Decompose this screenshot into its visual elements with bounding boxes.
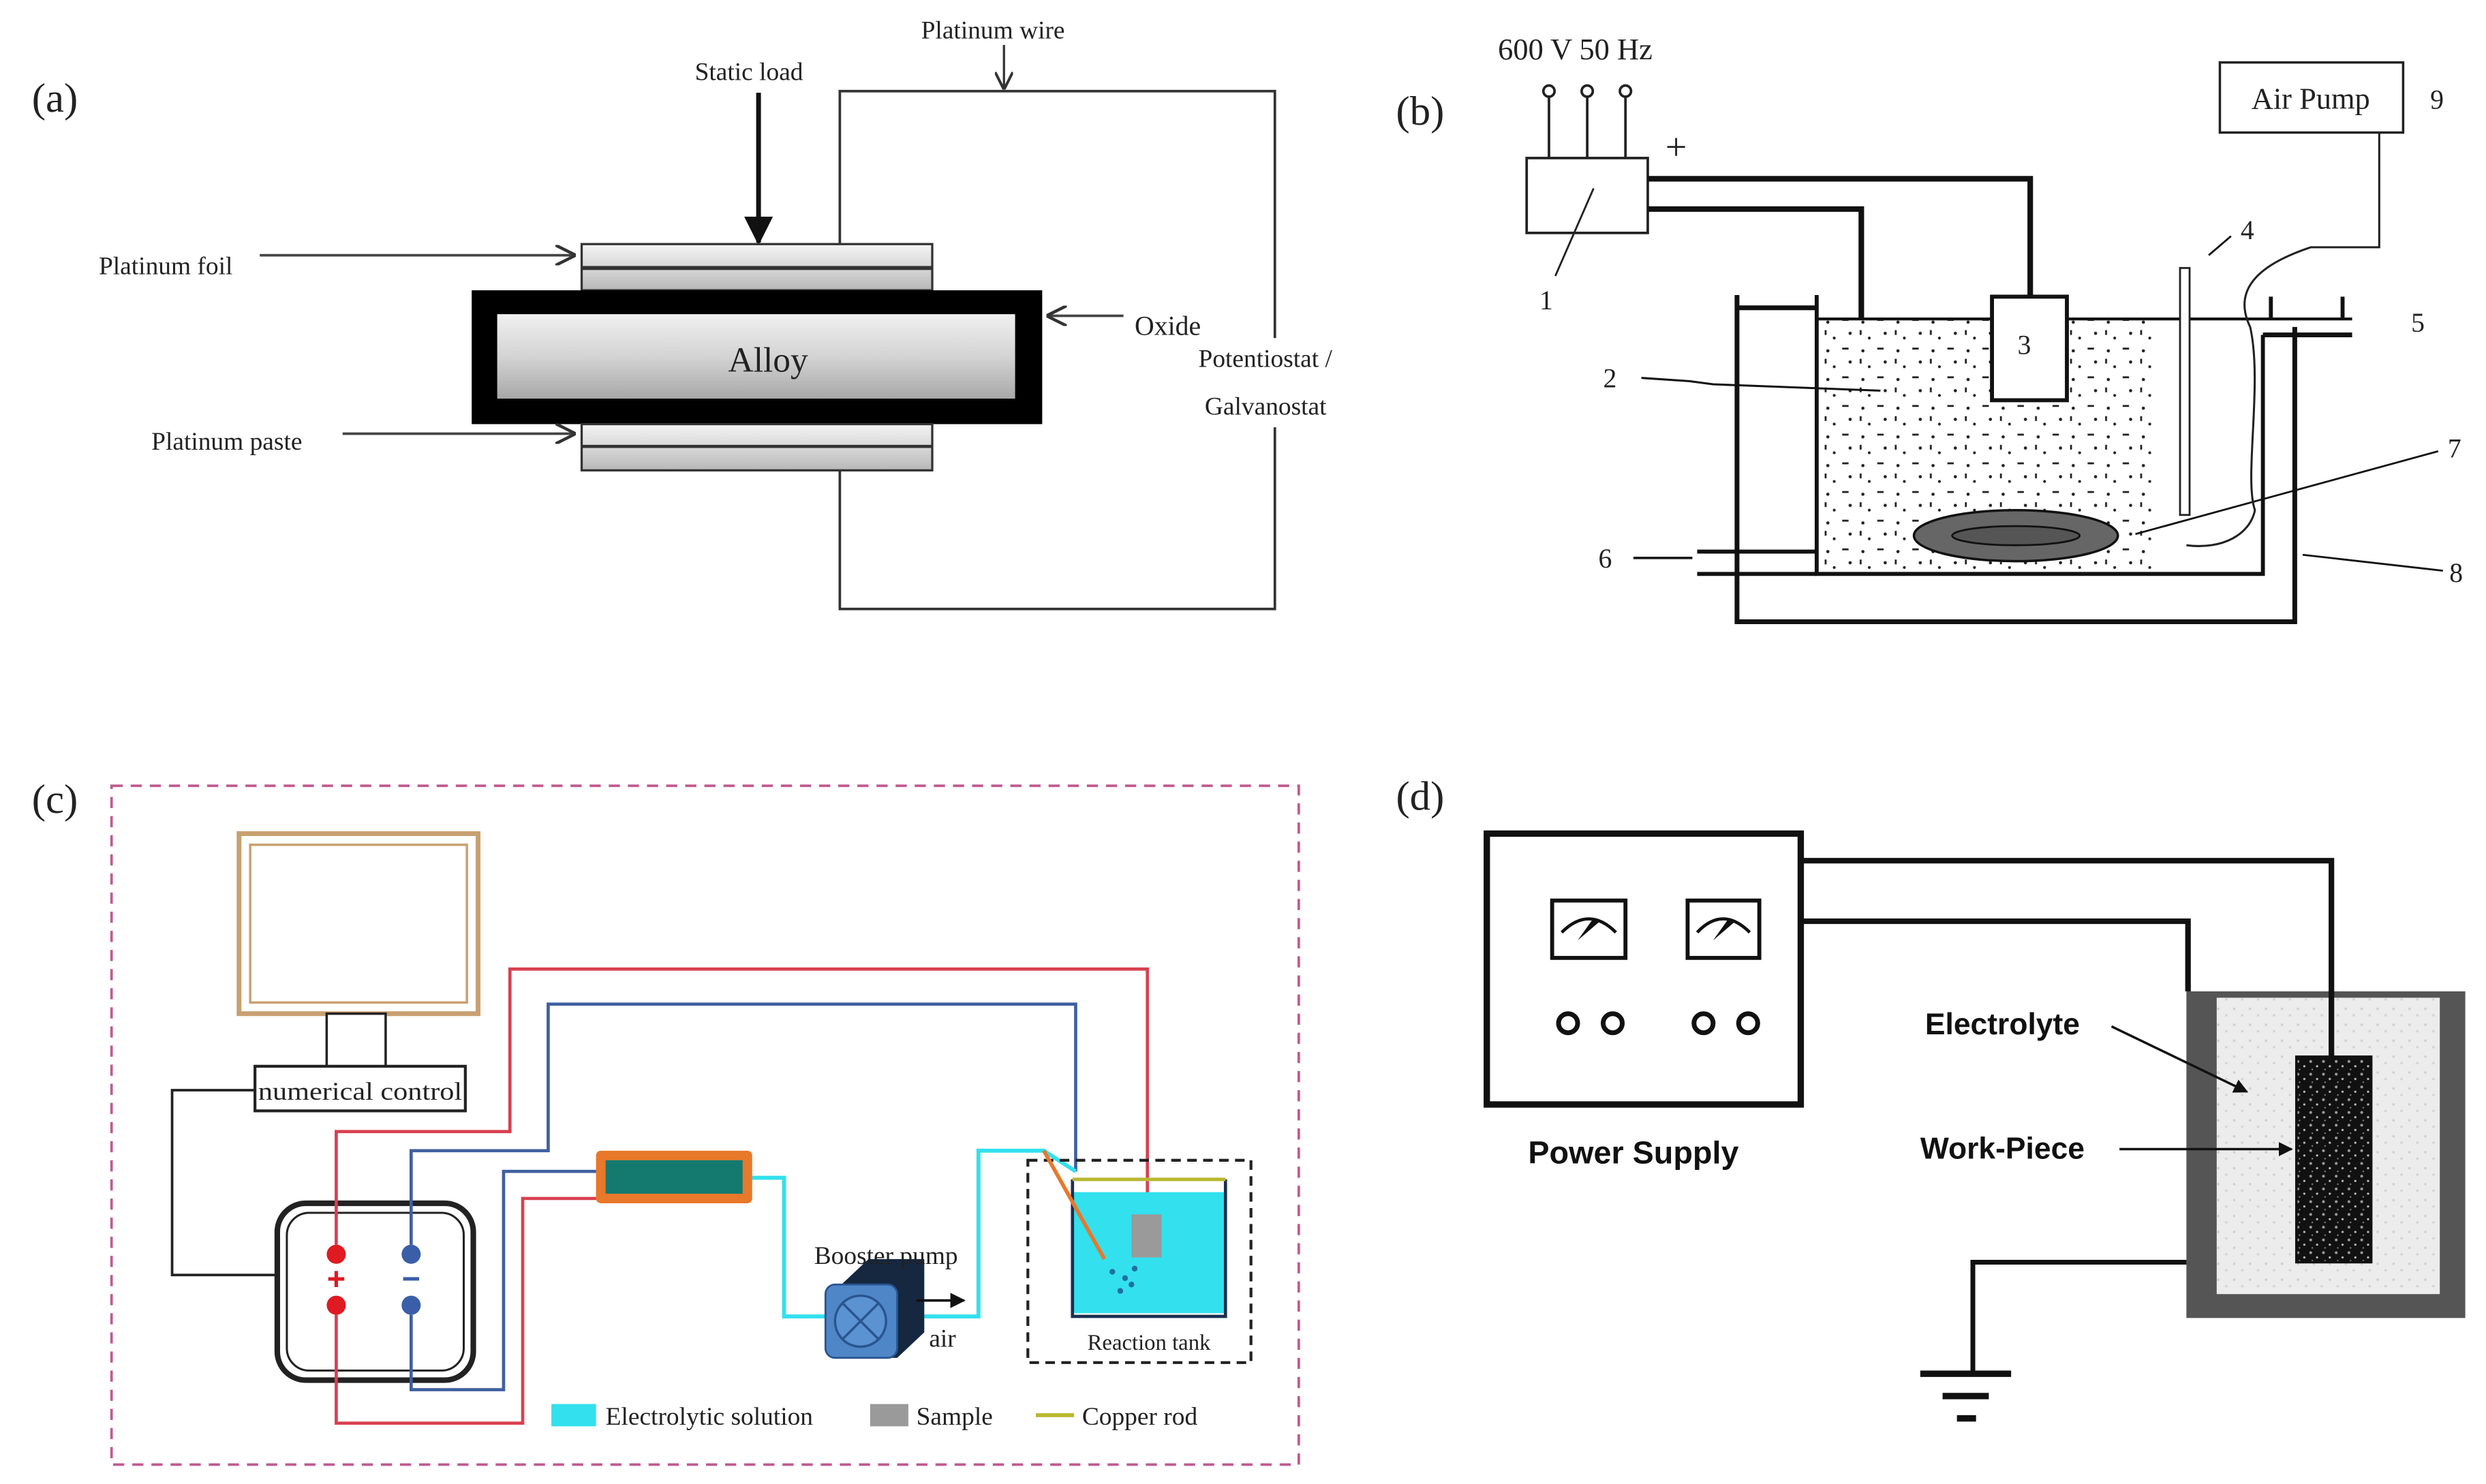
label-2: 2: [1603, 364, 1616, 394]
booster-pump: [824, 1258, 966, 1359]
legend-label-copper: Copper rod: [1082, 1403, 1198, 1431]
reaction-tank-label: Reaction tank: [1088, 1331, 1211, 1355]
reaction-tank-vessel: [1071, 1179, 1227, 1318]
potentiostat-label: Potentiostat /: [1199, 345, 1333, 373]
panel-b: (b) 600 V 50 Hz + 1 5 6: [1396, 32, 2463, 624]
control-cable: [170, 1089, 277, 1277]
static-load-label: Static load: [695, 58, 803, 86]
monitor-stand: [325, 1012, 387, 1068]
outer-tank: [1734, 295, 2297, 624]
label-8: 8: [2449, 558, 2463, 588]
legend-label-sample: Sample: [917, 1403, 993, 1431]
platinum-paste-label: Platinum paste: [151, 428, 302, 456]
panel-d: (d) Power Supply Electrolyte Work-Piece: [1396, 773, 2466, 1422]
negative-wire-to-tank: [409, 1002, 1077, 1245]
panel-a-label: (a): [32, 76, 78, 121]
plus-symbol: +: [327, 1261, 346, 1296]
legend: Electrolytic solution Sample Copper rod: [551, 1403, 1197, 1431]
output-terminals: [1556, 1011, 1760, 1036]
oxide-label: Oxide: [1135, 311, 1201, 341]
negative-terminal: [401, 1244, 421, 1264]
dc-power-source: [274, 1200, 476, 1383]
thermometer-4: [2179, 266, 2191, 516]
label-7: 7: [2448, 434, 2461, 464]
panel-c: (c) numerical control + −: [32, 777, 1300, 1466]
ground-wire: [1970, 1260, 2187, 1374]
label-3: 3: [2017, 330, 2031, 360]
meter-1: [1550, 898, 1628, 960]
supply-voltage-label: 600 V 50 Hz: [1498, 32, 1653, 66]
reaction-tank-border: [1026, 1158, 1253, 1364]
panel-a: (a) Platinum wire Static load Alloy Plat…: [32, 17, 1364, 610]
legend-swatch-electrolyte: [551, 1404, 596, 1427]
plus-sign: +: [1666, 126, 1687, 168]
label-5: 5: [2411, 308, 2425, 338]
anode-wire: [1647, 176, 2034, 296]
power-supply-label: Power Supply: [1528, 1135, 1738, 1171]
wire-to-tank: [1800, 918, 2191, 991]
ground-symbol: [1920, 1370, 2012, 1422]
panel-d-label: (d): [1396, 773, 1444, 819]
air-label: air: [929, 1325, 956, 1352]
supply-terminals: [1541, 84, 1633, 160]
positive-terminal: [326, 1244, 346, 1264]
air-pump-label: Air Pump: [2252, 81, 2370, 115]
work-piece-label: Work-Piece: [1920, 1132, 2085, 1166]
meter-2: [1685, 898, 1762, 960]
electrolyte-label: Electrolyte: [1925, 1008, 2080, 1041]
platinum-wire-label: Platinum wire: [921, 17, 1065, 45]
inner-tank: [1814, 295, 2265, 576]
panel-c-border: [110, 784, 1300, 1466]
legend-label-electrolyte: Electrolytic solution: [606, 1403, 814, 1431]
positive-wire-to-heater: [335, 1196, 600, 1425]
sample-block: [1131, 1214, 1162, 1258]
electrolyte-arrow: [2111, 1025, 2249, 1093]
negative-wire-to-heater: [409, 1169, 600, 1391]
gas-bubbles: [1109, 1265, 1138, 1294]
minus-symbol: −: [402, 1261, 420, 1296]
legend-swatch-sample: [870, 1404, 908, 1427]
power-supply-unit: [1484, 830, 1805, 1108]
electrolyte-pipe-in: [752, 1175, 829, 1318]
alloy-label: Alloy: [728, 341, 808, 380]
monitor-screen: [236, 831, 481, 1017]
label-6: 6: [1598, 544, 1612, 574]
alloy-block: [497, 314, 1015, 399]
label-9: 9: [2430, 84, 2444, 114]
power-supply-box: [1525, 157, 1649, 234]
label-1: 1: [1539, 285, 1553, 315]
work-piece: [2295, 1055, 2373, 1264]
air-hose: [2186, 132, 2380, 547]
panel-c-label: (c): [32, 777, 78, 822]
booster-pump-label: Booster pump: [814, 1242, 958, 1270]
panel-b-label: (b): [1396, 89, 1444, 134]
galvanostat-label: Galvanostat: [1205, 392, 1327, 420]
positive-wire-to-tank: [335, 967, 1150, 1245]
platinum-foil-label: Platinum foil: [99, 253, 232, 281]
air-pump-box: [2218, 61, 2405, 134]
numerical-control-label: numerical control: [258, 1078, 462, 1106]
anode-block-3: [1990, 294, 2069, 403]
numerical-control-box: [254, 1064, 467, 1113]
electrolyte-pipe-out: [884, 1148, 1077, 1318]
cathode-rod: [1042, 1149, 1107, 1261]
label-4: 4: [2241, 215, 2254, 245]
